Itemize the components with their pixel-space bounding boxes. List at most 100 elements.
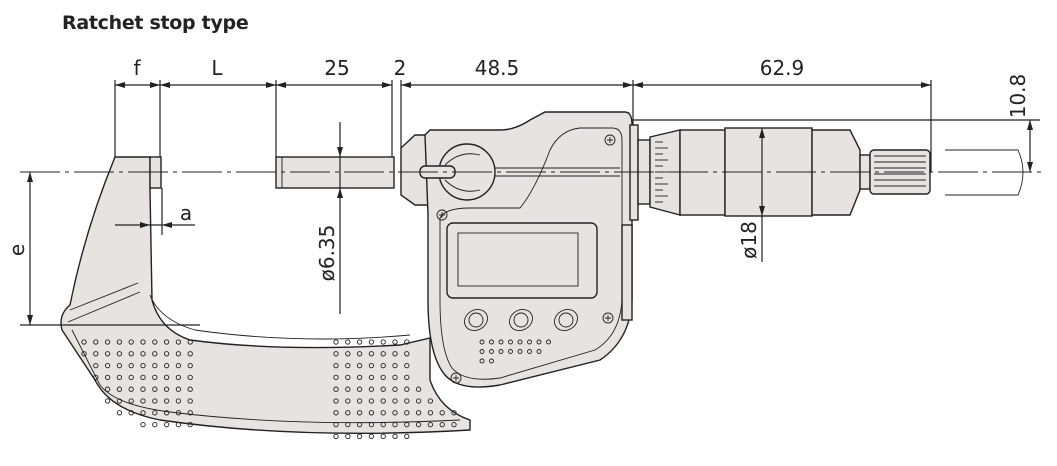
- grip-dot: [498, 339, 504, 345]
- grip-dot: [116, 410, 123, 416]
- grip-dot: [128, 398, 134, 404]
- grip-dot: [333, 386, 339, 392]
- grip-dot: [163, 362, 170, 369]
- grip-dot: [116, 339, 123, 345]
- grip-dot: [380, 362, 386, 369]
- grip-dot: [517, 349, 523, 354]
- grip-dot: [392, 362, 398, 369]
- grip-dot: [163, 386, 170, 392]
- dim-L: L: [211, 56, 223, 80]
- grip-dot: [392, 351, 398, 357]
- grip-dots: [81, 339, 551, 440]
- grip-dot: [356, 433, 363, 440]
- grip-dot: [392, 339, 398, 345]
- grip-dot: [392, 410, 398, 416]
- grip-dot: [356, 362, 363, 369]
- grip-dot: [439, 421, 445, 428]
- grip-dot: [356, 351, 363, 357]
- lcd-display: [446, 222, 598, 299]
- grip-dot: [415, 398, 422, 404]
- grip-dot: [104, 374, 111, 381]
- grip-dot: [345, 421, 351, 428]
- grip-dot: [392, 398, 398, 404]
- grip-dot: [140, 339, 146, 345]
- grip-dot: [345, 339, 351, 345]
- grip-dot: [93, 362, 99, 369]
- grip-dot: [93, 339, 99, 345]
- grip-dot: [152, 410, 158, 416]
- grip-dot: [81, 351, 87, 357]
- dim-f: f: [133, 56, 141, 80]
- grip-dot: [427, 398, 434, 404]
- grip-dot: [345, 362, 351, 369]
- grip-dot: [479, 339, 485, 345]
- grip-dot: [163, 398, 170, 404]
- grip-dot: [380, 386, 386, 392]
- grip-dot: [345, 386, 351, 392]
- grip-dot: [152, 339, 158, 345]
- grip-dot: [333, 410, 339, 416]
- grip-dot: [479, 349, 485, 354]
- grip-dot: [345, 374, 351, 381]
- dim-e: e: [5, 244, 29, 256]
- diagram-title: Ratchet stop type: [62, 12, 249, 34]
- grip-dot: [415, 421, 422, 428]
- grip-dot: [415, 410, 422, 416]
- grip-dot: [333, 351, 339, 357]
- grip-dot: [536, 349, 542, 354]
- grip-dot: [163, 421, 170, 428]
- grip-dot: [427, 410, 434, 416]
- grip-dot: [175, 351, 182, 357]
- grip-dot: [140, 374, 146, 381]
- grip-dot: [536, 339, 542, 345]
- grip-dot: [128, 374, 134, 381]
- grip-dot: [345, 398, 351, 404]
- grip-dot: [451, 421, 457, 428]
- grip-dot: [380, 351, 386, 357]
- grip-dot: [187, 386, 193, 392]
- grip-dot: [392, 386, 398, 392]
- grip-dot: [498, 349, 504, 354]
- grip-dot: [175, 362, 182, 369]
- grip-dot: [415, 386, 422, 392]
- dim-thimble-length: 62.9: [760, 56, 805, 80]
- grip-dot: [175, 398, 182, 404]
- grip-dot: [187, 410, 193, 416]
- grip-dot: [152, 374, 158, 381]
- frame: [60, 156, 471, 435]
- grip-dot: [175, 339, 182, 345]
- grip-dot: [140, 410, 146, 416]
- grip-dot: [380, 339, 386, 345]
- grip-dot: [345, 410, 351, 416]
- grip-dot: [404, 362, 410, 369]
- grip-dot: [368, 362, 375, 369]
- grip-dot: [451, 410, 457, 416]
- grip-dot: [404, 351, 410, 357]
- grip-dot: [175, 410, 182, 416]
- grip-dot: [333, 339, 339, 345]
- grip-dot: [116, 362, 123, 369]
- grip-dot: [368, 374, 375, 381]
- grip-dot: [187, 339, 193, 345]
- grip-dot: [508, 349, 513, 354]
- grip-dot: [489, 358, 494, 364]
- grip-dot: [175, 374, 182, 381]
- grip-dot: [368, 421, 375, 428]
- grip-dot: [104, 362, 111, 369]
- grip-dot: [517, 339, 523, 345]
- grip-dot: [333, 433, 339, 440]
- grip-dot: [404, 374, 410, 381]
- grip-dot: [368, 386, 375, 392]
- grip-dot: [404, 339, 410, 345]
- grip-dot: [187, 398, 193, 404]
- grip-dot: [116, 398, 123, 404]
- dim-body-length: 48.5: [475, 56, 520, 80]
- grip-dot: [380, 421, 386, 428]
- grip-dot: [140, 386, 146, 392]
- grip-dot: [439, 410, 445, 416]
- grip-dot: [333, 362, 339, 369]
- grip-dot: [104, 386, 111, 392]
- grip-dot: [163, 374, 170, 381]
- grip-dot: [187, 351, 193, 357]
